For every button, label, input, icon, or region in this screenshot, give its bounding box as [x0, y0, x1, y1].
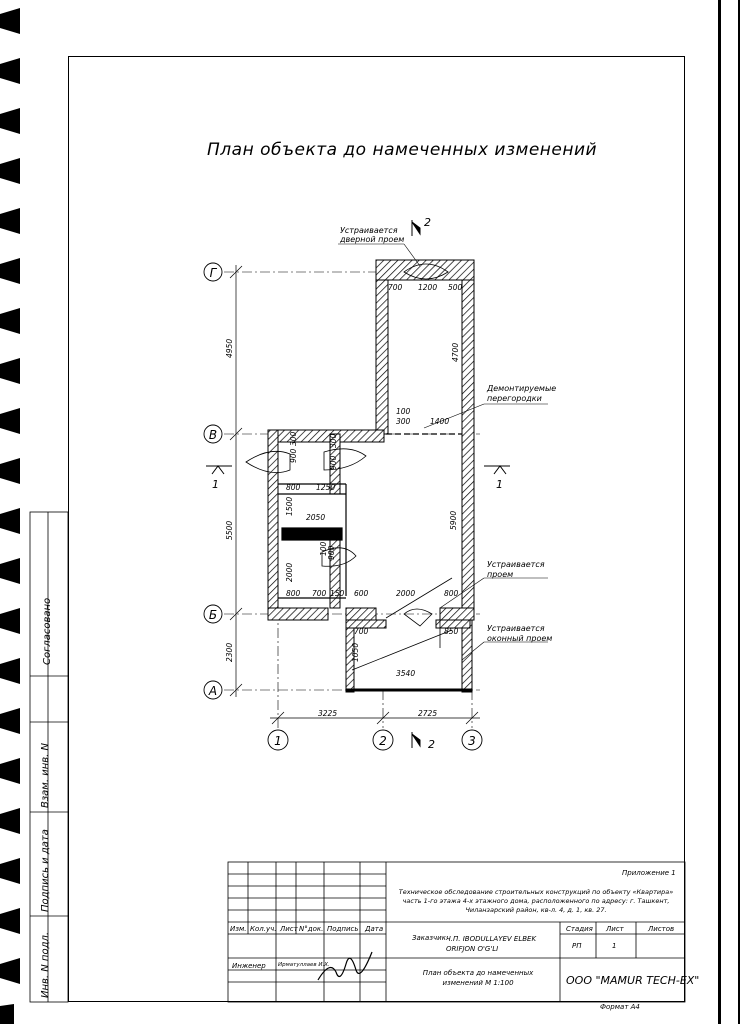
note-opening-2: проем — [487, 570, 513, 579]
dim-left-1: 4950 — [225, 339, 234, 358]
section-label-1b: 1 — [496, 478, 503, 491]
dim-room-17: 800 — [444, 589, 459, 598]
project-description: Техническое обследование строительных ко… — [398, 888, 674, 914]
drawing-title: План объекта до намеченных изменений — [207, 140, 598, 160]
format-label: Формат А4 — [600, 1003, 640, 1011]
dim-bottom-1: 3225 — [318, 709, 337, 718]
dim-top-4: 4700 — [451, 343, 460, 362]
note-window-2: оконный проем — [487, 634, 552, 643]
dim-room-1: 900 — [289, 448, 298, 463]
dim-top-1: 700 — [388, 283, 403, 292]
engineer-name: Ирматуллаев И.Х. — [278, 962, 330, 968]
title-block-grid — [227, 861, 686, 1003]
sheet-title: План объекта до намеченных изменений М 1… — [422, 969, 534, 987]
axis-label-a: А — [208, 684, 217, 698]
side-inv-orig: Инв. N подл. — [40, 931, 51, 998]
sheet-header: Лист — [606, 925, 624, 933]
dim-room-15: 600 — [354, 589, 369, 598]
binding-holes — [0, 8, 20, 1024]
appendix-label: Приложение 1 — [622, 869, 676, 877]
axis-label-g: Г — [210, 266, 218, 280]
partitions — [278, 433, 472, 692]
dim-room-6: 1250 — [316, 483, 335, 492]
dim-lower-2: 850 — [444, 627, 459, 636]
col-header-ndoc: N°док. — [299, 925, 324, 933]
side-agreed: Согласовано — [42, 597, 53, 665]
dim-room-14: 150 — [330, 589, 345, 598]
drawing-frame — [68, 56, 685, 1002]
axis-label-2: 2 — [379, 734, 387, 748]
axis-label-b: Б — [209, 608, 217, 622]
dimension-lines — [229, 265, 480, 725]
dim-mid-1: 100 — [396, 407, 411, 416]
dim-room-5: 800 — [286, 483, 301, 492]
section-label-1a: 1 — [212, 478, 219, 491]
page-edge-line — [718, 0, 721, 1024]
dim-bottom-2: 2725 — [418, 709, 437, 718]
section-label-2b: 2 — [428, 738, 435, 751]
axis-label-1: 1 — [274, 734, 282, 748]
customer-name: Ч.П. IBODULLAYEV ELBEK ORIFJON O'G'LI — [446, 935, 537, 953]
col-header-sign: Подпись — [327, 925, 359, 933]
note-leaders — [338, 243, 548, 661]
dim-mid-4: 5900 — [449, 511, 458, 530]
stage-header: Стадия — [566, 925, 593, 933]
dim-lower-1: 700 — [354, 627, 369, 636]
col-header-list: Лист — [280, 925, 298, 933]
note-window-1: Устраивается — [487, 624, 545, 633]
side-stamp-grid — [29, 511, 69, 1003]
signature — [317, 951, 373, 981]
dim-room-11: 2000 — [285, 563, 294, 582]
dim-room-4: 300 — [329, 433, 338, 448]
dim-room-7: 1500 — [285, 497, 294, 516]
sheet-value: 1 — [612, 942, 617, 950]
axis-label-v: В — [209, 428, 217, 442]
axis-label-3: 3 — [468, 734, 476, 748]
section-label-2a: 2 — [424, 216, 431, 229]
dim-left-2: 5500 — [225, 521, 234, 540]
engineer-role: Инженер — [232, 962, 266, 970]
stage-value: РП — [572, 942, 582, 950]
page-edge-line — [738, 0, 740, 1024]
door-swings — [245, 263, 453, 671]
customer-label: Заказчик: — [412, 934, 449, 942]
note-door-2: дверной проем — [339, 235, 404, 244]
dim-room-13: 700 — [312, 589, 327, 598]
note-door-1: Устраивается — [340, 226, 398, 235]
dim-left-3: 2300 — [225, 643, 234, 662]
note-partitions-2: перегородки — [487, 394, 542, 403]
dim-room-9: 100 — [319, 541, 328, 556]
dim-room-16: 2000 — [396, 589, 415, 598]
dim-top-2: 1200 — [418, 283, 437, 292]
note-opening-1: Устраивается — [487, 560, 545, 569]
dim-lower-3: 3540 — [396, 669, 415, 678]
col-header-koluch: Кол.уч. — [250, 925, 277, 933]
dim-top-3: 500 — [448, 283, 463, 292]
note-partitions-1: Демонтируемые — [486, 384, 556, 393]
col-header-date: Дата — [365, 925, 384, 933]
sheets-header: Листов — [648, 925, 675, 933]
dim-room-2: 300 — [289, 431, 298, 446]
dim-room-8: 2050 — [306, 513, 325, 522]
dim-mid-3: 1400 — [430, 417, 449, 426]
section-marks — [206, 220, 510, 748]
dim-lower-4: 1050 — [351, 643, 360, 662]
col-header-izm: Изм. — [230, 925, 247, 933]
walls — [267, 259, 475, 693]
dim-mid-2: 300 — [396, 417, 411, 426]
dim-room-3: 900 — [329, 455, 338, 470]
dim-room-10: 900 — [327, 545, 336, 560]
side-inv-copy: Взам. инв. N — [40, 743, 51, 808]
dim-room-12: 800 — [286, 589, 301, 598]
side-sign-date: Подпись и дата — [40, 829, 51, 912]
axis-bubbles — [203, 262, 483, 751]
company-name: ООО "MAMUR TECH-EX" — [566, 974, 700, 987]
